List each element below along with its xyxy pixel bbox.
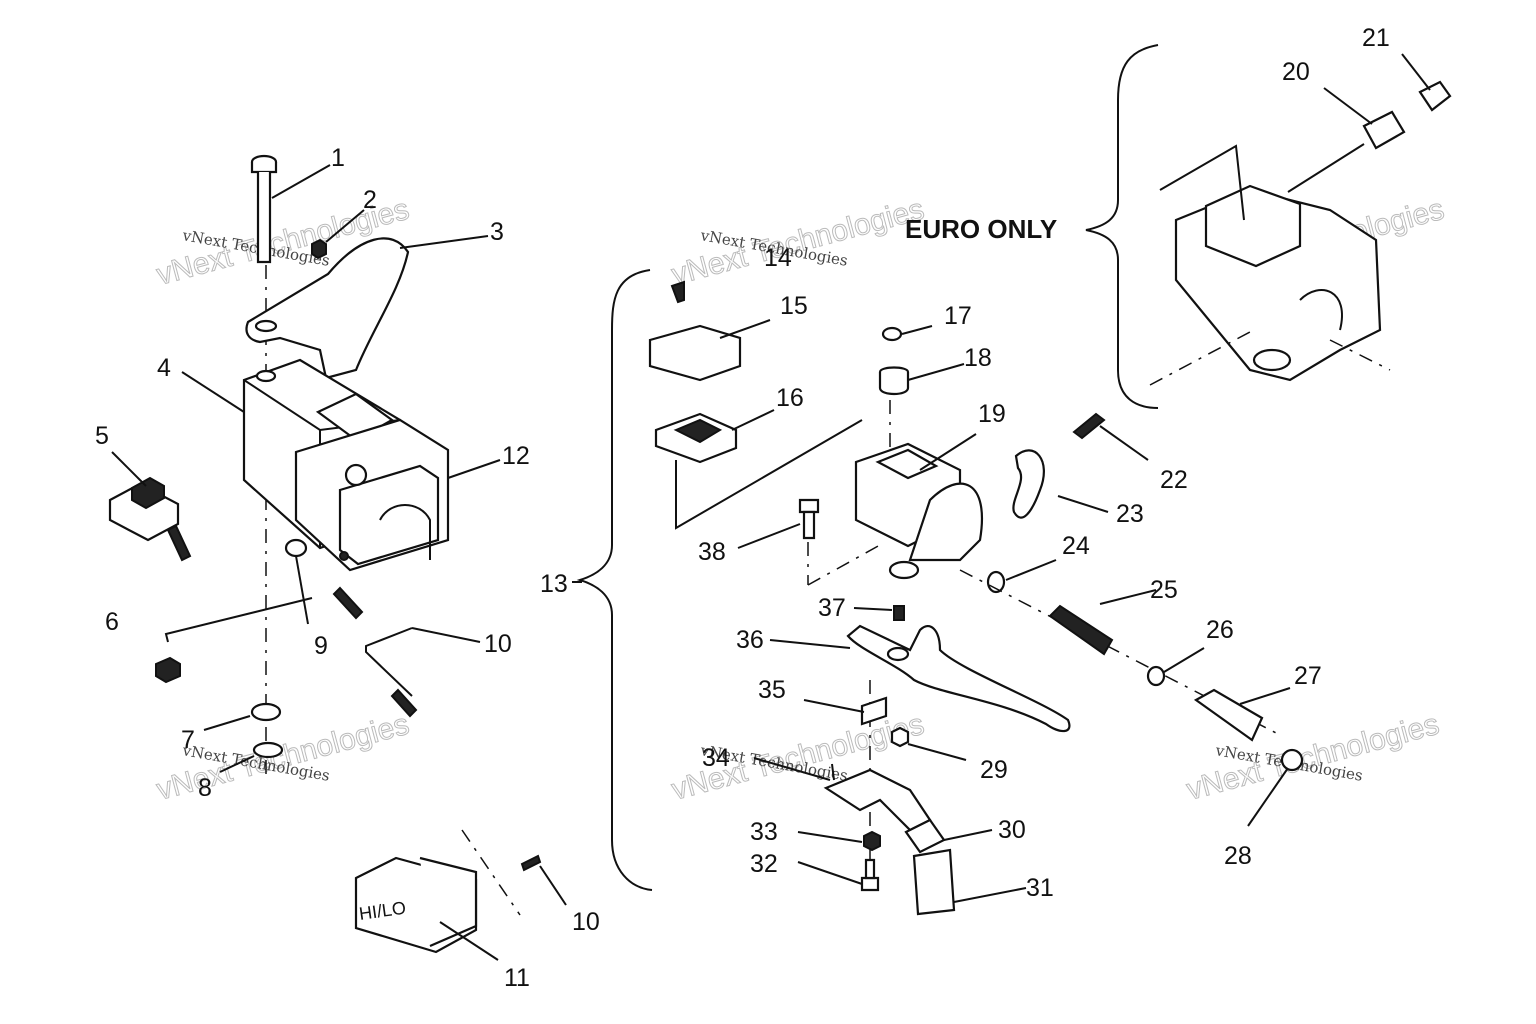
grommet-part [155,656,181,684]
callout-2: 2 [363,186,377,214]
bracket-part [245,237,410,380]
callout-10-bottom: 10 [572,908,600,936]
center-assembly [576,269,1304,916]
master-cylinder-part [854,442,983,580]
pivot-bolt-shank [802,510,816,540]
callout-21: 21 [1362,24,1390,52]
callout-34: 34 [702,744,730,772]
watermark: vNext Technologies vNext Technologies [1183,707,1443,807]
alignment-line [1287,143,1365,193]
callout-14: 14 [764,244,792,272]
nut-part [890,726,910,748]
callout-15: 15 [780,292,808,320]
piston-cap-part [878,366,910,396]
bracket-brace-13 [576,269,653,891]
bracket-brace-euro [1085,44,1159,409]
alignment-line [675,419,863,530]
callout-24: 24 [1062,532,1090,560]
callout-11: 11 [504,964,530,992]
connector-plug-part [108,476,192,562]
callout-12: 12 [502,442,530,470]
leader-lines [111,53,1431,961]
bracket-hole [254,319,278,333]
callout-9: 9 [314,632,328,660]
lock-washer-part [252,741,284,759]
callout-20: 20 [1282,58,1310,86]
screw-shank [864,858,876,880]
euro-master-cylinder-part [1174,184,1382,382]
pin-part [893,605,905,621]
left-assembly: HI/LO [108,154,542,954]
callout-28: 28 [1224,842,1252,870]
callout-26: 26 [1206,616,1234,644]
switch-cover-part [294,418,450,572]
screw-part [520,854,542,872]
watermark: vNext Technologies vNext Technologies [668,192,928,292]
callout-33: 33 [750,818,778,846]
nut-part [311,238,327,260]
callout-8: 8 [198,774,212,802]
hi-lo-switch-part: HI/LO [354,856,478,954]
centerline [1329,339,1391,371]
callout-17: 17 [944,302,972,330]
bolt-part [250,154,278,264]
callout-5: 5 [95,422,109,450]
callout-38: 38 [698,538,726,566]
callout-4: 4 [157,354,171,382]
callout-37: 37 [818,594,846,622]
centerline [1149,331,1251,386]
callout-1: 1 [331,144,345,172]
brake-switch-part [912,848,956,916]
alignment-line [1159,144,1245,221]
washer-part [250,702,282,722]
lever-pivot-hole [886,646,910,662]
screw-part [670,280,685,304]
watermark: vNext Technologies vNext Technologies [153,707,413,807]
bushing-part [860,696,888,726]
bleeder-cap-part [1418,80,1452,112]
callout-10-top: 10 [484,630,512,658]
callout-19: 19 [978,400,1006,428]
screw-part [390,688,418,718]
pivot-bolt-part [798,498,820,514]
reservoir-cap-part [648,324,742,382]
spring-part [1048,604,1114,656]
washer-part [1146,665,1166,687]
circlip-part [1280,748,1304,772]
washer-part [284,538,308,558]
euro-only-assembly: EURO ONLY [905,44,1452,409]
callout-23: 23 [1116,500,1144,528]
screw-part [860,876,880,892]
bleeder-fitting-part [1362,110,1406,150]
callout-27: 27 [1294,662,1322,690]
callout-32: 32 [750,850,778,878]
euro-only-label: EURO ONLY [905,214,1057,244]
callout-35: 35 [758,676,786,704]
callout-numbers: 1 2 3 4 5 6 7 8 9 10 10 11 12 13 14 15 1… [95,24,1390,992]
callout-7: 7 [181,726,195,754]
callout-16: 16 [776,384,804,412]
callout-13: 13 [540,570,568,598]
callout-22: 22 [1160,466,1188,494]
callout-30: 30 [998,816,1026,844]
piston-part [1193,688,1264,742]
callout-31: 31 [1026,874,1054,902]
callout-18: 18 [964,344,992,372]
callout-3: 3 [490,218,504,246]
clamp-part [1012,449,1045,519]
bracket-tab [831,763,835,781]
seal-part [881,326,903,342]
gasket-center [673,418,723,444]
callout-6: 6 [105,608,119,636]
callout-25: 25 [1150,576,1178,604]
screw-part [1072,412,1106,440]
screw-part [332,586,364,620]
callout-29: 29 [980,756,1008,784]
nut-part [863,830,881,852]
centerline [807,544,881,586]
callout-36: 36 [736,626,764,654]
